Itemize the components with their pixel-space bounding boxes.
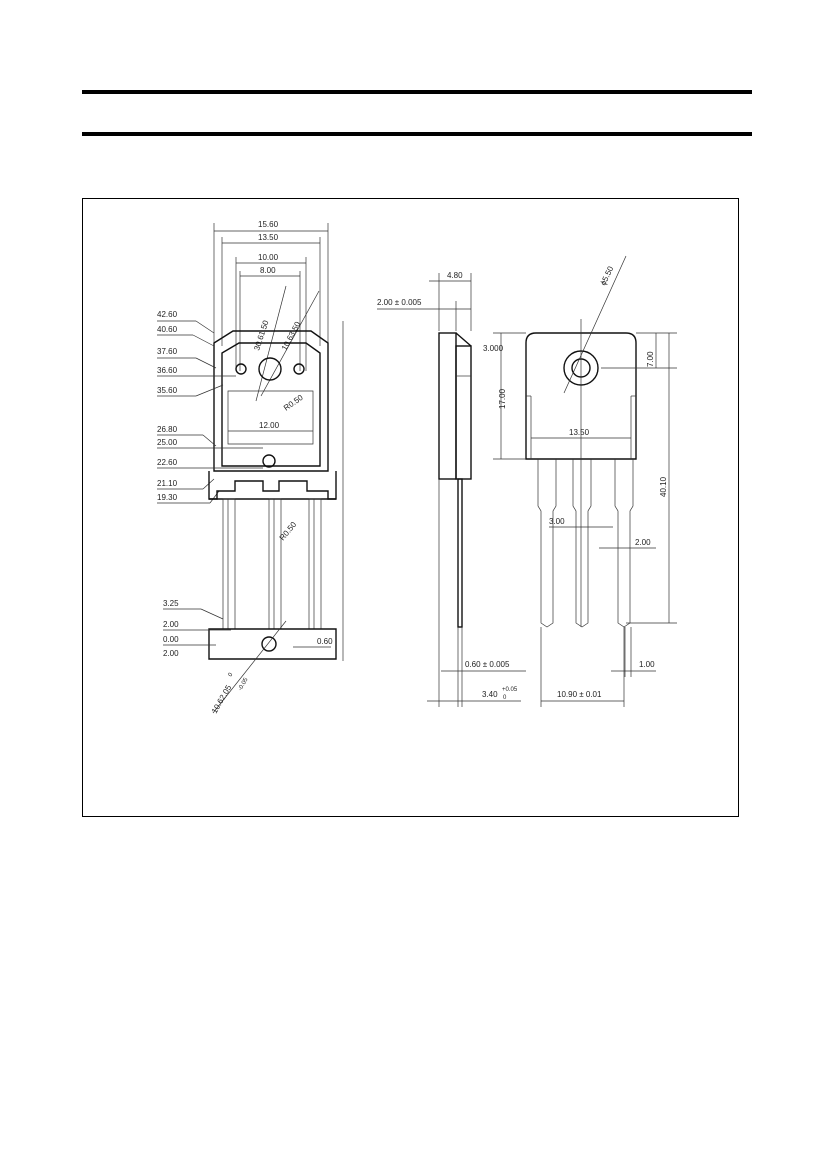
- back-body-outline: [525, 332, 637, 460]
- dim-3-40-tol-up: +0.05: [502, 687, 518, 693]
- dim-10-90: 10.90 ± 0.01: [557, 690, 602, 699]
- front-small-hole-left: [235, 363, 247, 375]
- header-rule-bottom: [82, 132, 752, 136]
- package-drawing-svg: 15.60 13.50 10.00 8.00 30.61.50 10.63.50…: [157, 220, 677, 715]
- dim-12-00: 12.00: [259, 421, 280, 430]
- front-mount-hole: [258, 357, 282, 381]
- dim-tol-low: -0.05: [238, 677, 250, 692]
- dim-3-40: 3.40: [482, 690, 498, 699]
- side-lead: [457, 478, 463, 628]
- dim-r-top: R0.50: [282, 393, 305, 413]
- dim-13-50-back: 13.50: [569, 428, 590, 437]
- back-view: ϕ5.50 17.00 13.50 7.00 40.10 3.00 2.00 1…: [493, 255, 677, 707]
- side-view: 4.80 2.00 ± 0.005 3.000 0.60 ± 0.005 3.4…: [377, 271, 526, 707]
- svg-text:42.60: 42.60: [157, 310, 178, 319]
- left-height-labels: 42.60 40.60 37.60 36.60 35.60 26.80 25.0…: [157, 310, 263, 504]
- dim-40-10: 40.10: [659, 476, 668, 497]
- side-tab: [438, 332, 457, 480]
- svg-text:40.60: 40.60: [157, 325, 178, 334]
- svg-text:37.60: 37.60: [157, 347, 178, 356]
- svg-text:22.60: 22.60: [157, 458, 178, 467]
- svg-text:19.30: 19.30: [157, 493, 178, 502]
- dim-1-00: 1.00: [639, 660, 655, 669]
- dim-2-00-back: 2.00: [635, 538, 651, 547]
- dim-0-60: 0.60: [317, 637, 333, 646]
- front-mark-circle: [262, 454, 276, 468]
- dim-15-60: 15.60: [258, 220, 279, 229]
- dim-3-000: 3.000: [483, 344, 504, 353]
- dim-3-40-tol-low: 0: [503, 695, 507, 701]
- dim-13-50: 13.50: [258, 233, 279, 242]
- dim-3-00: 3.00: [549, 517, 565, 526]
- dim-8-00: 8.00: [260, 266, 276, 275]
- front-bottom-hole: [261, 636, 277, 652]
- dim-hole-2: 10.63.50: [280, 320, 303, 352]
- dim-4-80: 4.80: [447, 271, 463, 280]
- svg-text:2.00: 2.00: [163, 620, 179, 629]
- side-body: [455, 345, 472, 480]
- svg-text:3.25: 3.25: [163, 599, 179, 608]
- package-outline-drawing: 15.60 13.50 10.00 8.00 30.61.50 10.63.50…: [82, 198, 739, 817]
- front-small-hole-right: [293, 363, 305, 375]
- svg-text:21.10: 21.10: [157, 479, 178, 488]
- front-view: 15.60 13.50 10.00 8.00 30.61.50 10.63.50…: [157, 220, 344, 715]
- dim-7-00: 7.00: [646, 351, 655, 367]
- front-body-outline: [213, 330, 329, 472]
- dim-hole-1: 30.61.50: [252, 319, 270, 352]
- front-leads: [222, 498, 322, 630]
- svg-text:0.00: 0.00: [163, 635, 179, 644]
- dim-bottom-hole: 10.62.05: [210, 683, 234, 715]
- dim-2-00: 2.00 ± 0.005: [377, 298, 422, 307]
- header-rule-top: [82, 90, 752, 94]
- lead-labels: 3.25 2.00 0.00 2.00: [163, 599, 231, 658]
- back-leads: [537, 459, 634, 628]
- dim-17-00: 17.00: [498, 388, 507, 409]
- dim-hole-dia: ϕ5.50: [599, 264, 616, 286]
- svg-text:35.60: 35.60: [157, 386, 178, 395]
- dim-tol-up: 0: [228, 672, 235, 678]
- dim-10-00: 10.00: [258, 253, 279, 262]
- svg-text:2.00: 2.00: [163, 649, 179, 658]
- svg-text:25.00: 25.00: [157, 438, 178, 447]
- svg-text:36.60: 36.60: [157, 366, 178, 375]
- svg-text:26.80: 26.80: [157, 425, 178, 434]
- dim-0-60-side: 0.60 ± 0.005: [465, 660, 510, 669]
